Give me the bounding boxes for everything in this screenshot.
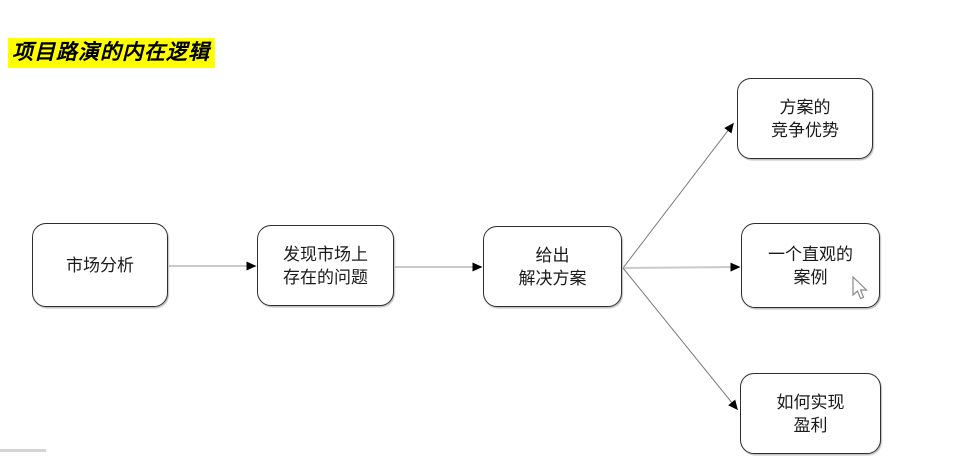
flow-node-intuitive-case[interactable]: 一个直观的 案例 — [741, 223, 880, 308]
connector-solution-to-profit — [622, 267, 738, 411]
page-title[interactable]: 项目路演的内在逻辑 — [8, 38, 215, 68]
connector-solution-to-advantage — [622, 122, 734, 269]
connector-solution-to-case — [622, 262, 741, 272]
flow-node-achieve-profit[interactable]: 如何实现 盈利 — [740, 373, 881, 454]
scrollbar-fragment — [0, 449, 46, 452]
flow-node-give-solution[interactable]: 给出 解决方案 — [483, 226, 622, 307]
node-label: 发现市场上 存在的问题 — [283, 244, 368, 287]
node-label: 市场分析 — [66, 255, 134, 275]
page-title-block: 项目路演的内在逻辑 — [8, 38, 215, 68]
node-label: 方案的 竞争优势 — [771, 97, 839, 140]
node-label: 给出 解决方案 — [518, 245, 587, 288]
node-label: 如何实现 盈利 — [776, 392, 845, 435]
flow-node-market-analysis[interactable]: 市场分析 — [32, 223, 168, 307]
node-label: 一个直观的 案例 — [768, 244, 853, 287]
flow-node-competitive-advantage[interactable]: 方案的 竞争优势 — [737, 78, 873, 159]
flow-node-found-problems[interactable]: 发现市场上 存在的问题 — [257, 225, 394, 306]
